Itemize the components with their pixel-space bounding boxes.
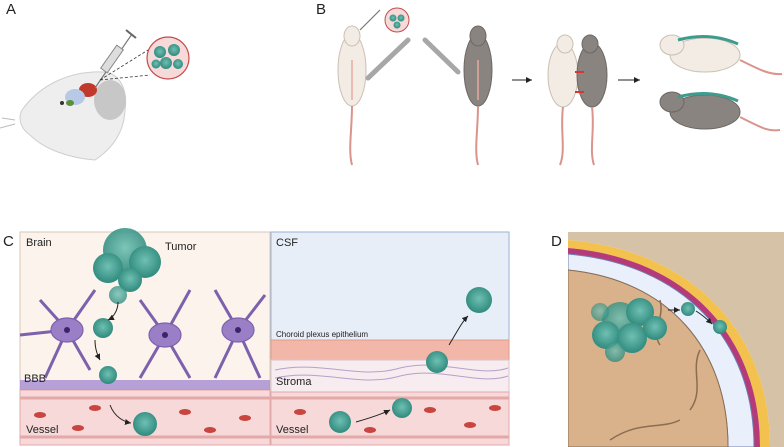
- vessel-left-label: Vessel: [26, 424, 58, 436]
- transmigrating-cell: [99, 366, 117, 384]
- vessel-cell: [133, 412, 157, 436]
- mouse-head-icon: [0, 71, 127, 161]
- vessel-right-label: Vessel: [276, 424, 308, 436]
- panel-c-letter: C: [3, 233, 14, 250]
- panel-d-letter: D: [551, 233, 562, 250]
- parabiosis-mice-icon: [547, 34, 608, 166]
- tumor-cluster-d: [591, 298, 667, 362]
- choroid-epithelium: [270, 339, 510, 361]
- panel-d: D: [551, 232, 784, 447]
- panel-b: B: [316, 1, 783, 166]
- csf-cell: [466, 287, 492, 313]
- migrating-cell: [93, 318, 113, 338]
- rbc-left: [34, 405, 251, 433]
- astrocytes: [19, 289, 267, 379]
- panel-b-letter: B: [316, 1, 326, 18]
- mouse-grey-side-icon: [659, 91, 781, 132]
- panel-c: C: [3, 228, 510, 446]
- stroma-label: Stroma: [276, 376, 312, 388]
- vessel-cell-right: [329, 411, 351, 433]
- rbc-right: [294, 405, 501, 433]
- panel-a: A: [0, 1, 190, 161]
- brain-label: Brain: [26, 237, 52, 249]
- skull-layer: [568, 232, 784, 447]
- csf-region: [270, 231, 510, 341]
- stroma-region: [270, 359, 510, 393]
- tumor-mass: [93, 228, 161, 304]
- stroma-cell: [392, 398, 412, 418]
- mouse-white-icon: [337, 25, 367, 166]
- cell-cluster-icon: [146, 36, 190, 80]
- bbb-layer: [20, 380, 270, 390]
- choroid-label: Choroid plexus epithelium: [276, 330, 368, 339]
- tumor-label: Tumor: [165, 241, 197, 253]
- bbb-label: BBB: [24, 373, 46, 385]
- mouse-grey-icon: [463, 25, 493, 166]
- panel-a-letter: A: [6, 1, 16, 18]
- csf-label: CSF: [276, 237, 298, 249]
- mouse-white-side-icon: [659, 34, 783, 76]
- epithelium-cell: [426, 351, 448, 373]
